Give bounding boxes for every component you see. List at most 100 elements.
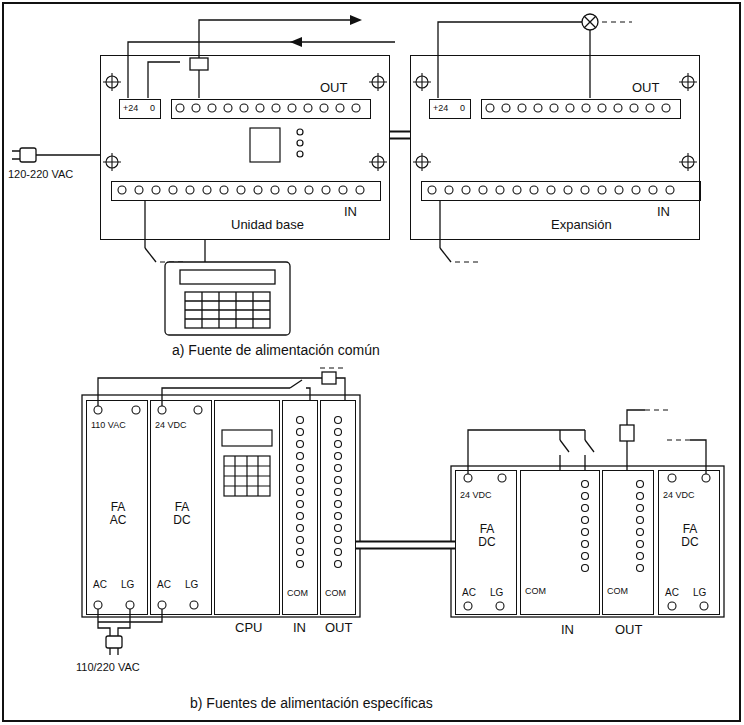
terminal-screw [152,186,160,194]
node-text: OUT [325,621,352,635]
node-text: LG [490,587,503,598]
terminal-screw [240,104,248,112]
terminal-screw [564,186,572,194]
terminal-screw [297,417,304,424]
terminal-screw [237,186,245,194]
terminal-screw [662,104,670,112]
wire [559,455,560,470]
figure-caption: b) Fuentes de alimentación específicas [190,696,433,711]
terminal-screw [335,453,342,460]
terminal-screw [94,406,102,414]
programming-console [180,270,275,284]
node-text: 24 VDC [460,491,492,501]
dashed-wire [320,367,345,368]
terminal-screw [224,104,232,112]
wire [306,388,310,400]
terminal-screw [297,537,304,544]
terminal-screw [118,186,126,194]
terminal-screw [158,601,166,609]
wire [36,154,100,155]
mounting-screw [369,153,387,171]
node-text: 24 VDC [663,491,695,501]
terminal-screw [335,525,342,532]
terminal-screw [582,541,589,548]
node-text: IN [344,205,357,219]
power-module: 24 VDCFA DCACLG [658,470,720,615]
wire [585,440,594,452]
wire [198,70,199,98]
flat-cable [390,133,410,138]
node-text: CPU [235,621,262,635]
terminal-screw [513,186,521,194]
terminal-screw [637,481,644,488]
terminal-screw [582,505,589,512]
terminal-screw [126,601,134,609]
terminal-screw [132,406,140,414]
node-text: +24 [123,104,138,114]
programming-console [165,262,290,335]
terminal-screw [356,186,364,194]
node-text: FA DC [677,523,703,549]
flat-cable [356,543,455,548]
base-detail [297,140,303,146]
arrow-head [290,37,302,47]
node-text: FA DC [474,523,500,549]
terminal-screw [335,429,342,436]
terminal-screw [582,104,590,112]
terminal-screw [335,441,342,448]
power-plug [106,636,122,648]
base-unit: Unidad base+240OUTIN [100,55,390,240]
flat-cable [390,135,410,136]
node-text: Unidad base [231,218,304,232]
terminal-screw [297,429,304,436]
node-text: 110 VAC [91,421,126,431]
wire [627,410,645,425]
terminal-screw [632,186,640,194]
power-plug [20,148,36,162]
terminal-screw [534,104,542,112]
flat-cable [390,131,410,140]
node-text: +24 [433,104,448,114]
terminal-screw [598,186,606,194]
cpu-console [224,456,270,496]
terminal-screw [335,513,342,520]
terminal-screw [336,104,344,112]
wire [128,42,395,98]
flat-cable [356,545,455,546]
base-detail [297,151,303,157]
rack-outline [82,395,724,617]
terminal-screw [254,186,262,194]
wire [439,200,440,248]
arrow-head [350,15,362,25]
terminal-screw [637,493,644,500]
voltage-label: 110/220 VAC [76,661,140,673]
terminal-screw [297,453,304,460]
node-text: COM [525,587,546,597]
wire [584,430,585,440]
terminal-screw [335,537,342,544]
node-text: LG [121,579,134,590]
mounting-screw [103,153,121,171]
terminal-screw [498,474,506,482]
wire [560,440,569,452]
terminal-screw [94,601,102,609]
page-frame [3,3,740,721]
terminal-screw [582,517,589,524]
terminal-screw [582,529,589,536]
mounting-screw [103,73,697,171]
terminal-screw [169,186,177,194]
wire [148,62,180,98]
terminal-screw [297,489,304,496]
wire [440,248,451,262]
terminal-screw [304,104,312,112]
cpu-console [224,456,270,496]
terminal-screw [700,602,708,610]
terminal-screw [598,104,606,112]
power-module: 24 VDCFA DCACLG [150,400,212,615]
terminal-screw [335,501,342,508]
base-detail [250,128,303,162]
wire [204,240,205,262]
terminal-screw [322,186,330,194]
